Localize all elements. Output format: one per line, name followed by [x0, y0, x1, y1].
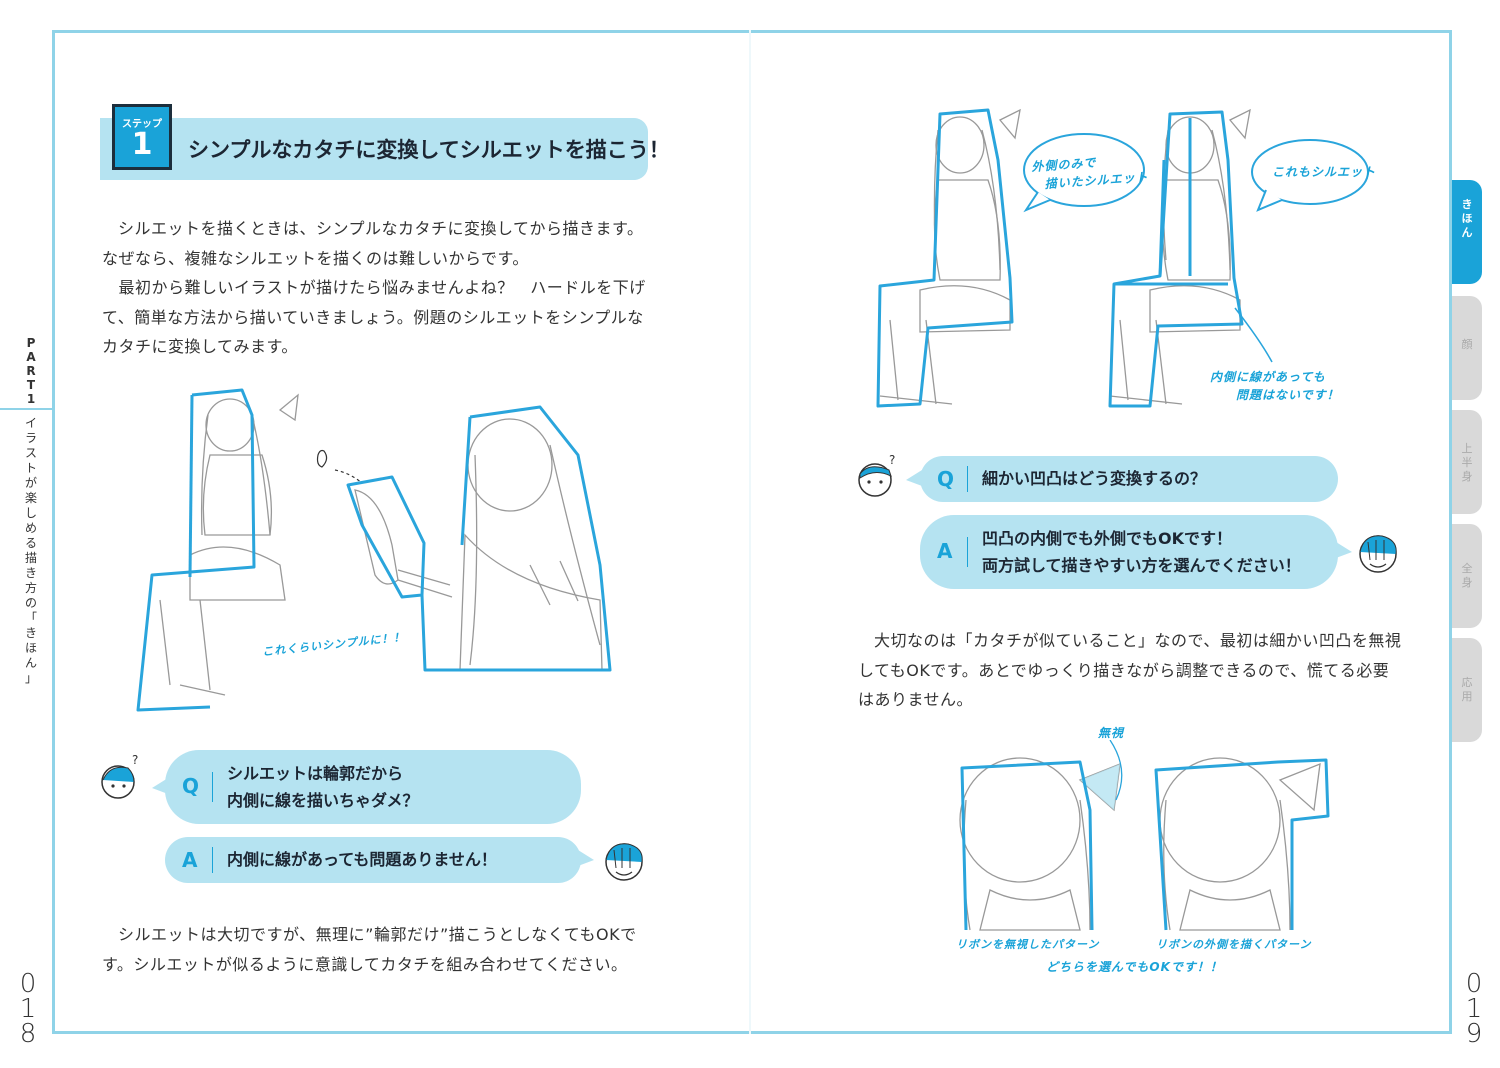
- svg-text:?: ?: [889, 453, 895, 467]
- step-number: 1: [131, 127, 153, 162]
- tab-label: きほん: [1461, 198, 1473, 239]
- silhouette-paragraph: シルエットは大切ですが、無理に”輪郭だけ”描こうとしなくてもOKで す。シルエッ…: [102, 925, 637, 974]
- svg-text:?: ?: [132, 753, 138, 767]
- a-separator: [967, 537, 968, 567]
- speech-bubble-inner: [1251, 139, 1369, 212]
- bubble-tail: [1336, 542, 1352, 558]
- tab-application[interactable]: 応用: [1452, 638, 1482, 742]
- tab-label: 全身: [1461, 562, 1473, 589]
- tab-label: 上半身: [1461, 442, 1473, 483]
- question-text: 細かい凹凸はどう変換するの？: [982, 469, 1207, 488]
- ignore-note: 無視: [1098, 726, 1125, 740]
- bubble-inner-text: これもシルエット: [1272, 165, 1377, 179]
- tab-label: 応用: [1461, 676, 1473, 703]
- answerer-face-icon: [1359, 535, 1397, 573]
- step-badge: ステップ 1: [112, 104, 172, 170]
- page-frame: [52, 30, 1452, 1034]
- answer-text: 内側に線があっても問題ありません！: [227, 850, 497, 869]
- intro-paragraph: シルエットを描くときは、シンプルなカタチに変換してから描きます。 なぜなら、複雑…: [102, 219, 646, 356]
- answer-bubble-1: A 内側に線があっても問題ありません！: [165, 837, 581, 883]
- q-separator: [967, 466, 968, 492]
- question-bubble-1: Q シルエットは輪郭だから 内側に線を描いちゃダメ？: [165, 750, 581, 824]
- step-label: ステップ: [122, 119, 162, 130]
- a-letter: A: [937, 539, 953, 563]
- shape-paragraph: 大切なのは「カタチが似ていること」なので、最初は細かい凹凸を無視 してもOKです…: [858, 631, 1402, 709]
- questioner-girl-face-icon: ?: [101, 753, 138, 799]
- answer-text: 凹凸の内側でも外側でもOKです！ 両方試して描きやすい方を選んでください！: [982, 529, 1301, 575]
- tab-full-body[interactable]: 全身: [1452, 524, 1482, 628]
- ribbon-pattern-illustration: [959, 740, 1330, 931]
- step-title-bar: [100, 118, 648, 180]
- answer-bubble-2: A 凹凸の内側でも外側でもOKです！ 両方試して描きやすい方を選んでください！: [920, 515, 1338, 589]
- caption-outline-ribbon: リボンの外側を描くパターン: [1156, 938, 1312, 951]
- tab-upper-body[interactable]: 上半身: [1452, 410, 1482, 514]
- silhouette-example-illustration: [136, 388, 612, 712]
- inner-line-note: 内側に線があっても 問題はないです！: [1210, 370, 1340, 402]
- page-gutter: [749, 30, 751, 1034]
- a-letter: A: [182, 848, 198, 872]
- bubble-tail: [578, 850, 594, 866]
- tab-label: 顔: [1461, 338, 1473, 351]
- bubble-tail: [152, 778, 168, 794]
- questioner-boy-face-icon: ?: [858, 453, 895, 497]
- q-separator: [212, 772, 213, 802]
- question-text: シルエットは輪郭だから 内側に線を描いちゃダメ？: [227, 764, 419, 810]
- bubble-tail: [906, 470, 922, 486]
- sitting-silhouette-illustration: [876, 108, 1273, 408]
- tab-kihon[interactable]: きほん: [1452, 180, 1482, 284]
- side-divider: [0, 408, 52, 410]
- part-subtitle: イラストが楽しめる描き方の「きほん」: [24, 416, 37, 685]
- speech-bubble-outer: [1023, 133, 1145, 213]
- caption-either-ok: どちらを選んでもOKです！！: [1046, 960, 1223, 974]
- q-letter: Q: [182, 774, 200, 798]
- a-separator: [212, 847, 213, 873]
- tab-face[interactable]: 顔: [1452, 296, 1482, 400]
- answerer-face-icon: [605, 843, 643, 881]
- question-bubble-2: Q 細かい凹凸はどう変換するの？: [920, 456, 1338, 502]
- step-title: シンプルなカタチに変換してシルエットを描こう！: [188, 138, 670, 162]
- q-letter: Q: [937, 467, 955, 491]
- caption-ignore-ribbon: リボンを無視したパターン: [956, 938, 1100, 951]
